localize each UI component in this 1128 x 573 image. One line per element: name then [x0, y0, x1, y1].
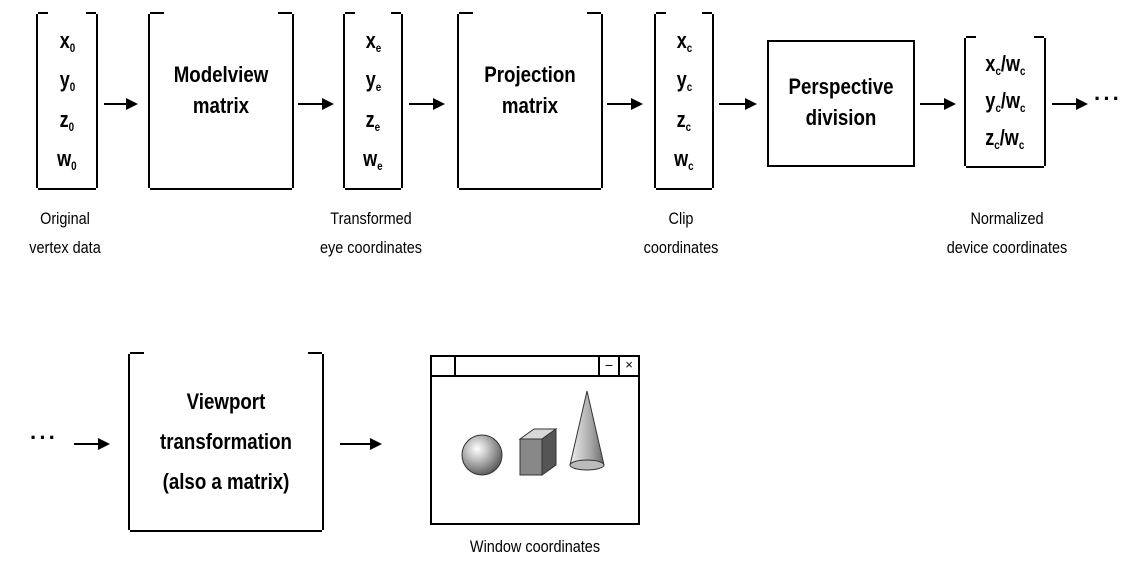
cube-icon: [520, 429, 556, 475]
window-titlebar: − ×: [432, 357, 638, 377]
vector-entry: ye: [365, 69, 381, 93]
arrow: [607, 103, 641, 105]
original-vertex-vector: x0 y0 z0 w0: [36, 14, 98, 188]
normalized-device-coordinates-vector: xc/wc yc/wc zc/wc: [964, 38, 1046, 166]
window-illustration: − ×: [430, 355, 640, 525]
close-icon: ×: [618, 357, 638, 375]
vector-entry: xc: [676, 30, 692, 54]
arrow: [409, 103, 443, 105]
vector-entry: we: [363, 148, 383, 172]
arrow: [104, 103, 136, 105]
window-caption: Window coordinates: [446, 532, 625, 561]
ellipsis: ···: [1094, 86, 1122, 112]
vector-entry: w0: [57, 148, 77, 172]
arrow: [920, 103, 954, 105]
3d-objects-icon: [432, 377, 638, 523]
cone-icon: [570, 391, 604, 470]
arrow: [74, 443, 108, 445]
ellipsis: ···: [30, 425, 58, 451]
vector-entry: yc/wc: [985, 90, 1025, 114]
arrow: [298, 103, 332, 105]
vector-entry: wc: [674, 148, 694, 172]
arrow: [340, 443, 380, 445]
vector-entry: yc: [676, 69, 692, 93]
vector-entry: zc/wc: [985, 127, 1024, 151]
vector-entry: ze: [366, 109, 381, 133]
clip-coordinates-vector: xc yc zc wc: [654, 14, 714, 188]
arrow: [1052, 103, 1086, 105]
eye-coordinates-vector: xe ye ze we: [343, 14, 403, 188]
system-menu-box: [432, 357, 456, 375]
vector-entry: zc: [677, 109, 692, 133]
vector-entry: y0: [59, 69, 75, 93]
vector-entry: z0: [60, 109, 75, 133]
sphere-icon: [462, 435, 502, 475]
vector-entry: xe: [365, 30, 381, 54]
vector-entry: x0: [59, 30, 75, 54]
minimize-icon: −: [598, 357, 618, 375]
arrow: [719, 103, 755, 105]
vector-entry: xc/wc: [985, 53, 1025, 77]
